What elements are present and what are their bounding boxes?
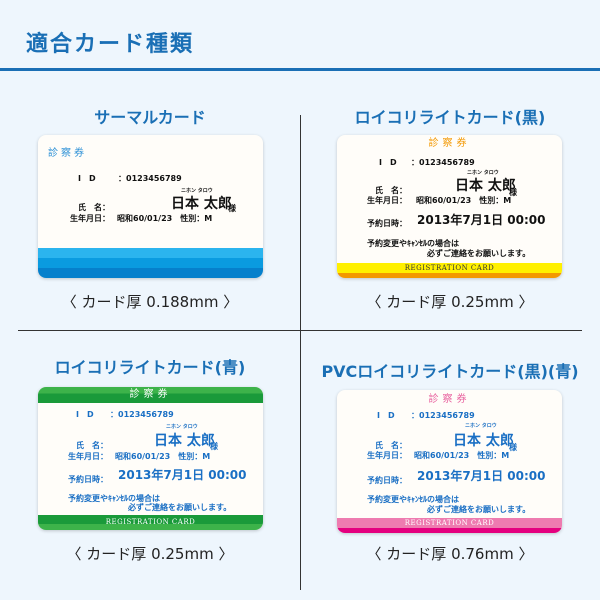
appt-value: 2013年7月1日 00:00 — [118, 468, 247, 482]
title-underline — [0, 68, 600, 71]
note-line2: 必ずご連絡をお願いします。 — [427, 505, 531, 514]
note-line2: 必ずご連絡をお願いします。 — [128, 503, 232, 512]
caption-pvc: 〈 カード厚 0.76mm 〉 — [366, 545, 534, 563]
furigana: ニホン タロウ — [166, 424, 198, 430]
dob-label: 生年月日： — [367, 451, 407, 460]
dob-label: 生年月日： — [68, 452, 108, 461]
card-header: 診察券 — [428, 394, 471, 405]
name-label: 氏 名： — [78, 203, 110, 212]
card-stripe — [38, 248, 263, 278]
divider-horizontal — [18, 330, 582, 331]
name-label: 氏 名： — [375, 441, 407, 450]
caption-leuco-black: 〈 カード厚 0.25mm 〉 — [366, 293, 534, 311]
divider-vertical — [300, 115, 301, 590]
patient-name: 日本 太郎 — [171, 196, 232, 212]
section-title-leuco-black: ロイコリライトカード(黒) — [354, 108, 546, 127]
page-title: 適合カード種類 — [26, 32, 195, 57]
furigana: ニホン タロウ — [181, 188, 213, 194]
id-value: ：0123456789 — [110, 410, 174, 419]
honorific: 様 — [228, 204, 236, 213]
note-line1: 予約変更やｷｬﾝｾﾙの場合は — [367, 495, 459, 504]
section-title-leuco-blue: ロイコリライトカード(青) — [54, 358, 246, 377]
appt-label: 予約日時： — [68, 475, 108, 484]
furigana: ニホン タロウ — [465, 423, 497, 429]
dob-value: 昭和60/01/23 性別：M — [115, 452, 211, 461]
card-leuco-blue: 診察券 I D ：0123456789 ニホン タロウ 氏 名： 日本 太郎 様… — [38, 387, 263, 530]
patient-name: 日本 太郎 — [453, 433, 514, 449]
registration-band: REGISTRATION CARD — [337, 518, 562, 533]
id-value: ：0123456789 — [411, 411, 475, 420]
dob-value: 昭和60/01/23 性別：M — [414, 451, 510, 460]
section-title-thermal: サーマルカード — [94, 108, 206, 127]
registration-band: REGISTRATION CARD — [38, 515, 263, 530]
caption-thermal: 〈 カード厚 0.188mm 〉 — [61, 293, 239, 311]
appt-label: 予約日時： — [367, 219, 407, 228]
name-label: 氏 名： — [375, 186, 407, 195]
honorific: 様 — [509, 188, 517, 197]
appt-label: 予約日時： — [367, 476, 407, 485]
card-header: 診察券 — [428, 138, 471, 149]
honorific: 様 — [210, 442, 218, 451]
dob-label: 生年月日： — [70, 214, 110, 223]
id-label: I D — [377, 411, 395, 420]
caption-leuco-blue: 〈 カード厚 0.25mm 〉 — [66, 545, 234, 563]
appt-value: 2013年7月1日 00:00 — [417, 213, 546, 227]
furigana: ニホン タロウ — [467, 170, 499, 176]
note-line1: 予約変更やｷｬﾝｾﾙの場合は — [68, 494, 160, 503]
note-line1: 予約変更やｷｬﾝｾﾙの場合は — [367, 239, 459, 248]
dob-value: 昭和60/01/23 性別：M — [416, 196, 512, 205]
patient-name: 日本 太郎 — [154, 433, 215, 449]
id-label: I D — [78, 174, 96, 183]
patient-name: 日本 太郎 — [455, 178, 516, 194]
section-title-pvc: PVCロイコリライトカード(黒)(青) — [321, 362, 579, 381]
dob-label: 生年月日： — [367, 196, 407, 205]
id-label: I D — [76, 410, 94, 419]
honorific: 様 — [509, 443, 517, 452]
card-header: 診察券 — [38, 387, 263, 403]
card-header: 診察券 — [48, 148, 87, 159]
card-pvc: 診察券 I D ：0123456789 ニホン タロウ 氏 名： 日本 太郎 様… — [337, 390, 562, 533]
id-label: I D — [379, 158, 397, 167]
card-thermal: 診察券 I D ：0123456789 ニホン タロウ 氏 名： 日本 太郎 様… — [38, 135, 263, 278]
appt-value: 2013年7月1日 00:00 — [417, 469, 546, 483]
dob-value: 昭和60/01/23 性別：M — [117, 214, 213, 223]
registration-band: REGISTRATION CARD — [337, 263, 562, 278]
name-label: 氏 名： — [76, 441, 108, 450]
card-leuco-black: 診察券 I D ：0123456789 ニホン タロウ 氏 名： 日本 太郎 様… — [337, 135, 562, 278]
id-value: ：0123456789 — [118, 174, 182, 183]
id-value: ：0123456789 — [411, 158, 475, 167]
note-line2: 必ずご連絡をお願いします。 — [427, 249, 531, 258]
